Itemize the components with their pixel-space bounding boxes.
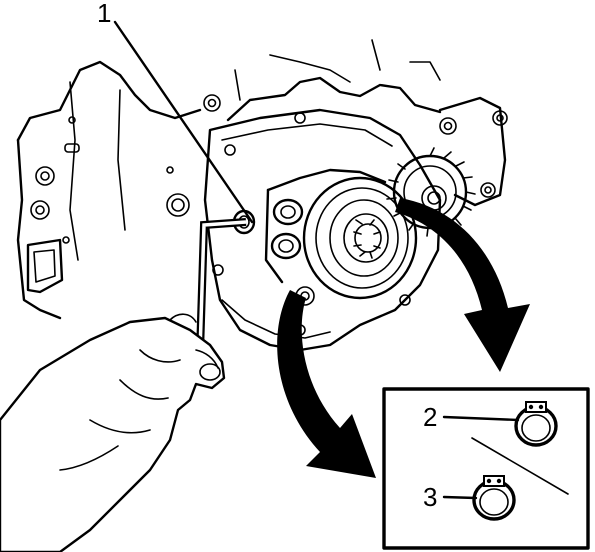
leader-line-3 xyxy=(442,495,478,500)
arrow-to-circlip-3 xyxy=(277,290,376,478)
leader-line-2 xyxy=(442,415,520,422)
callout-1-label: 1 xyxy=(97,0,111,28)
allen-key xyxy=(196,218,247,353)
leader-line-1 xyxy=(113,20,254,224)
bearing-assembly xyxy=(232,168,418,300)
gear xyxy=(386,147,476,237)
circlip-2 xyxy=(514,401,558,447)
hand xyxy=(0,313,226,552)
inset-box xyxy=(382,387,590,550)
transmission-case xyxy=(16,39,508,352)
arrow-to-circlip-2 xyxy=(395,198,530,372)
circlip-3 xyxy=(472,475,516,521)
inset-divider-line xyxy=(471,437,569,495)
callout-2-label: 2 xyxy=(423,402,437,432)
callout-3-label: 3 xyxy=(423,482,437,512)
